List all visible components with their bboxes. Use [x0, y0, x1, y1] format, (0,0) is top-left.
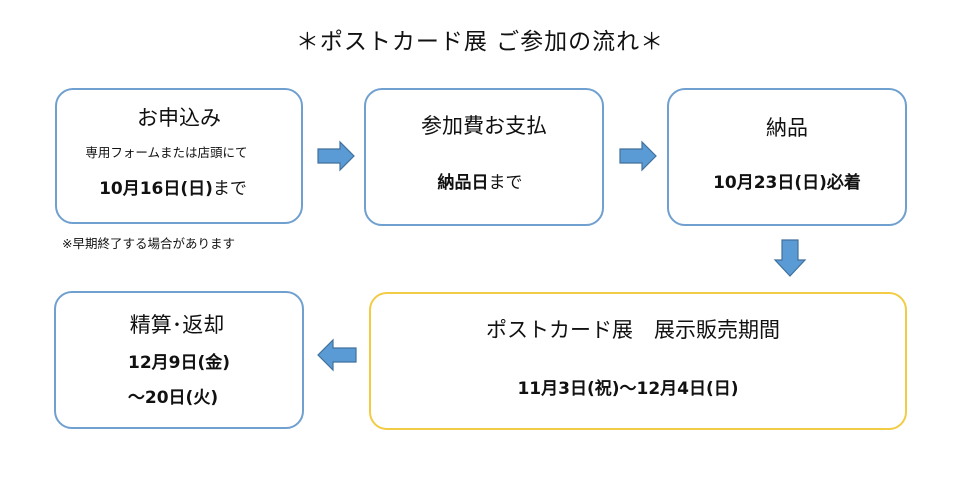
page-title: ＊ポストカード展 ご参加の流れ＊: [295, 29, 665, 55]
step-payment-box: 参加費お支払 納品日まで: [364, 88, 604, 226]
step-delivery-heading: 納品: [766, 116, 808, 140]
step-settlement-date-line2: 〜20日(火): [127, 388, 219, 408]
step-exhibition-heading: ポストカード展 展示販売期間: [486, 318, 780, 342]
step-payment-heading: 参加費お支払: [421, 114, 547, 138]
right-arrow-icon: [317, 140, 355, 172]
step-settlement-box: 精算･返却 12月9日(金) 〜20日(火): [54, 291, 304, 429]
step-apply-deadline: 10月16日(日)まで: [45, 174, 301, 199]
step-apply-deadline-date: 10月16日(日): [99, 179, 213, 199]
down-arrow-icon: [773, 239, 807, 277]
step-delivery-deadline: 10月23日(日)必着: [713, 173, 861, 193]
step-payment-deadline-suffix: まで: [488, 173, 523, 193]
right-arrow-icon: [619, 140, 657, 172]
step-apply-subtext: 専用フォームまたは店頭にて: [85, 145, 248, 160]
step-payment-deadline: 納品日まで: [358, 168, 602, 193]
step-delivery-box: 納品 10月23日(日)必着: [667, 88, 907, 226]
step-apply-box: お申込み 専用フォームまたは店頭にて 10月16日(日)まで: [55, 88, 303, 224]
step-exhibition-box: ポストカード展 展示販売期間 11月3日(祝)〜12月4日(日): [369, 292, 907, 430]
step-settlement-date-line1: 12月9日(金): [127, 353, 231, 373]
early-close-note: ※早期終了する場合があります: [62, 236, 235, 251]
step-payment-deadline-date: 納品日: [437, 173, 489, 193]
step-settlement-heading: 精算･返却: [129, 313, 225, 337]
step-exhibition-period: 11月3日(祝)〜12月4日(日): [517, 379, 739, 399]
step-apply-deadline-suffix: まで: [212, 179, 247, 199]
step-apply-heading: お申込み: [137, 106, 221, 130]
left-arrow-icon: [317, 338, 357, 372]
